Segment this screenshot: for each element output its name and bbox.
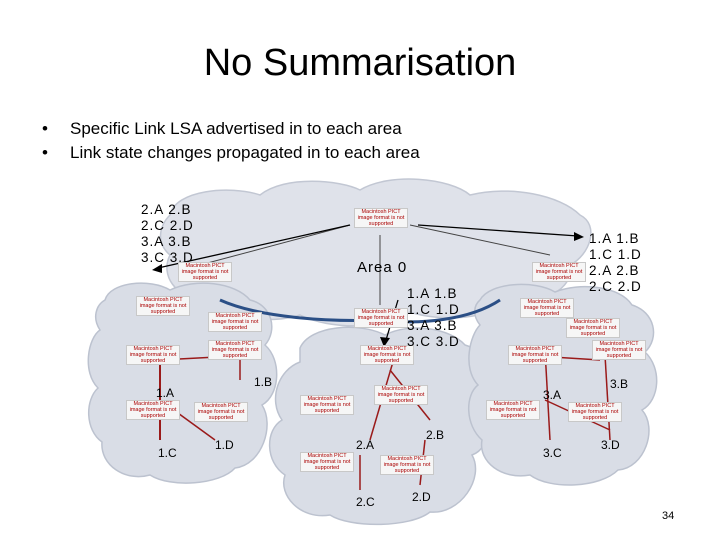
bullet-icon: • <box>42 143 48 162</box>
router-image-placeholder: Macintosh PICT image format is not suppo… <box>360 345 414 365</box>
router-image-placeholder: Macintosh PICT image format is not suppo… <box>592 340 646 360</box>
lsa-list-area3: 1.A 1.B 1.C 1.D 2.A 2.B 2.C 2.D <box>589 231 642 294</box>
arrow-head-icon <box>380 337 390 347</box>
router-image-placeholder: Macintosh PICT image format is not suppo… <box>354 308 408 328</box>
arrow-head-icon <box>574 232 584 241</box>
router-image-placeholder: Macintosh PICT image format is not suppo… <box>374 385 428 405</box>
area0-label: Area 0 <box>357 259 408 276</box>
slide-title: No Summarisation <box>203 42 517 84</box>
router-image-placeholder: Macintosh PICT image format is not suppo… <box>208 312 262 332</box>
lsa-list-area2: 1.A 1.B 1.C 1.D 3.A 3.B 3.C 3.D <box>407 286 460 349</box>
area3-link <box>604 354 611 441</box>
area2-cloud <box>268 326 490 526</box>
router-label-1c: 1.C <box>158 446 177 460</box>
router-label-2b: 2.B <box>426 428 445 442</box>
router-label-3c: 3.C <box>543 446 562 460</box>
area1-cloud <box>87 282 278 484</box>
area3-link <box>544 349 551 441</box>
bullet-text: Specific Link LSA advertised in to each … <box>70 119 402 138</box>
lsa-arrow <box>417 224 579 237</box>
page-number: 34 <box>662 510 675 522</box>
router-image-placeholder: Macintosh PICT image format is not suppo… <box>566 318 620 338</box>
router-image-placeholder: Macintosh PICT image format is not suppo… <box>126 400 180 420</box>
router-image-placeholder: Macintosh PICT image format is not suppo… <box>178 262 232 282</box>
router-label-2c: 2.C <box>356 495 375 509</box>
bullet-item: • Link state changes propagated in to eac… <box>42 141 420 165</box>
bullet-list: • Specific Link LSA advertised in to each… <box>42 117 420 165</box>
bullet-text: Link state changes propagated in to each… <box>70 143 420 162</box>
router-image-placeholder: Macintosh PICT image format is not suppo… <box>568 402 622 422</box>
router-label-3b: 3.B <box>610 377 629 391</box>
router-label-2d: 2.D <box>412 490 431 504</box>
router-label-1b: 1.B <box>254 375 273 389</box>
router-image-placeholder: Macintosh PICT image format is not suppo… <box>136 296 190 316</box>
router-image-placeholder: Macintosh PICT image format is not suppo… <box>208 340 262 360</box>
backbone-link <box>199 224 351 266</box>
router-label-1d: 1.D <box>215 438 234 452</box>
router-image-placeholder: Macintosh PICT image format is not suppo… <box>126 345 180 365</box>
bullet-item: • Specific Link LSA advertised in to each… <box>42 117 420 141</box>
arrow-head-icon <box>152 264 162 273</box>
router-label-1a: 1.A <box>156 386 175 400</box>
router-image-placeholder: Macintosh PICT image format is not suppo… <box>520 298 574 318</box>
router-image-placeholder: Macintosh PICT image format is not suppo… <box>508 345 562 365</box>
router-image-placeholder: Macintosh PICT image format is not suppo… <box>300 452 354 472</box>
lsa-list-area1: 2.A 2.B 2.C 2.D 3.A 3.B 3.C 3.D <box>141 202 194 265</box>
router-image-placeholder: Macintosh PICT image format is not suppo… <box>486 400 540 420</box>
backbone-link <box>409 224 551 256</box>
router-image-placeholder: Macintosh PICT image format is not suppo… <box>194 402 248 422</box>
router-label-3d: 3.D <box>601 438 620 452</box>
router-image-placeholder: Macintosh PICT image format is not suppo… <box>300 395 354 415</box>
router-image-placeholder: Macintosh PICT image format is not suppo… <box>380 455 434 475</box>
router-image-placeholder: Macintosh PICT image format is not suppo… <box>532 262 586 282</box>
router-label-2a: 2.A <box>356 438 375 452</box>
bullet-icon: • <box>42 119 48 138</box>
router-label-3a: 3.A <box>543 388 562 402</box>
router-image-placeholder: Macintosh PICT image format is not suppo… <box>354 208 408 228</box>
lsa-arrow <box>157 224 351 269</box>
